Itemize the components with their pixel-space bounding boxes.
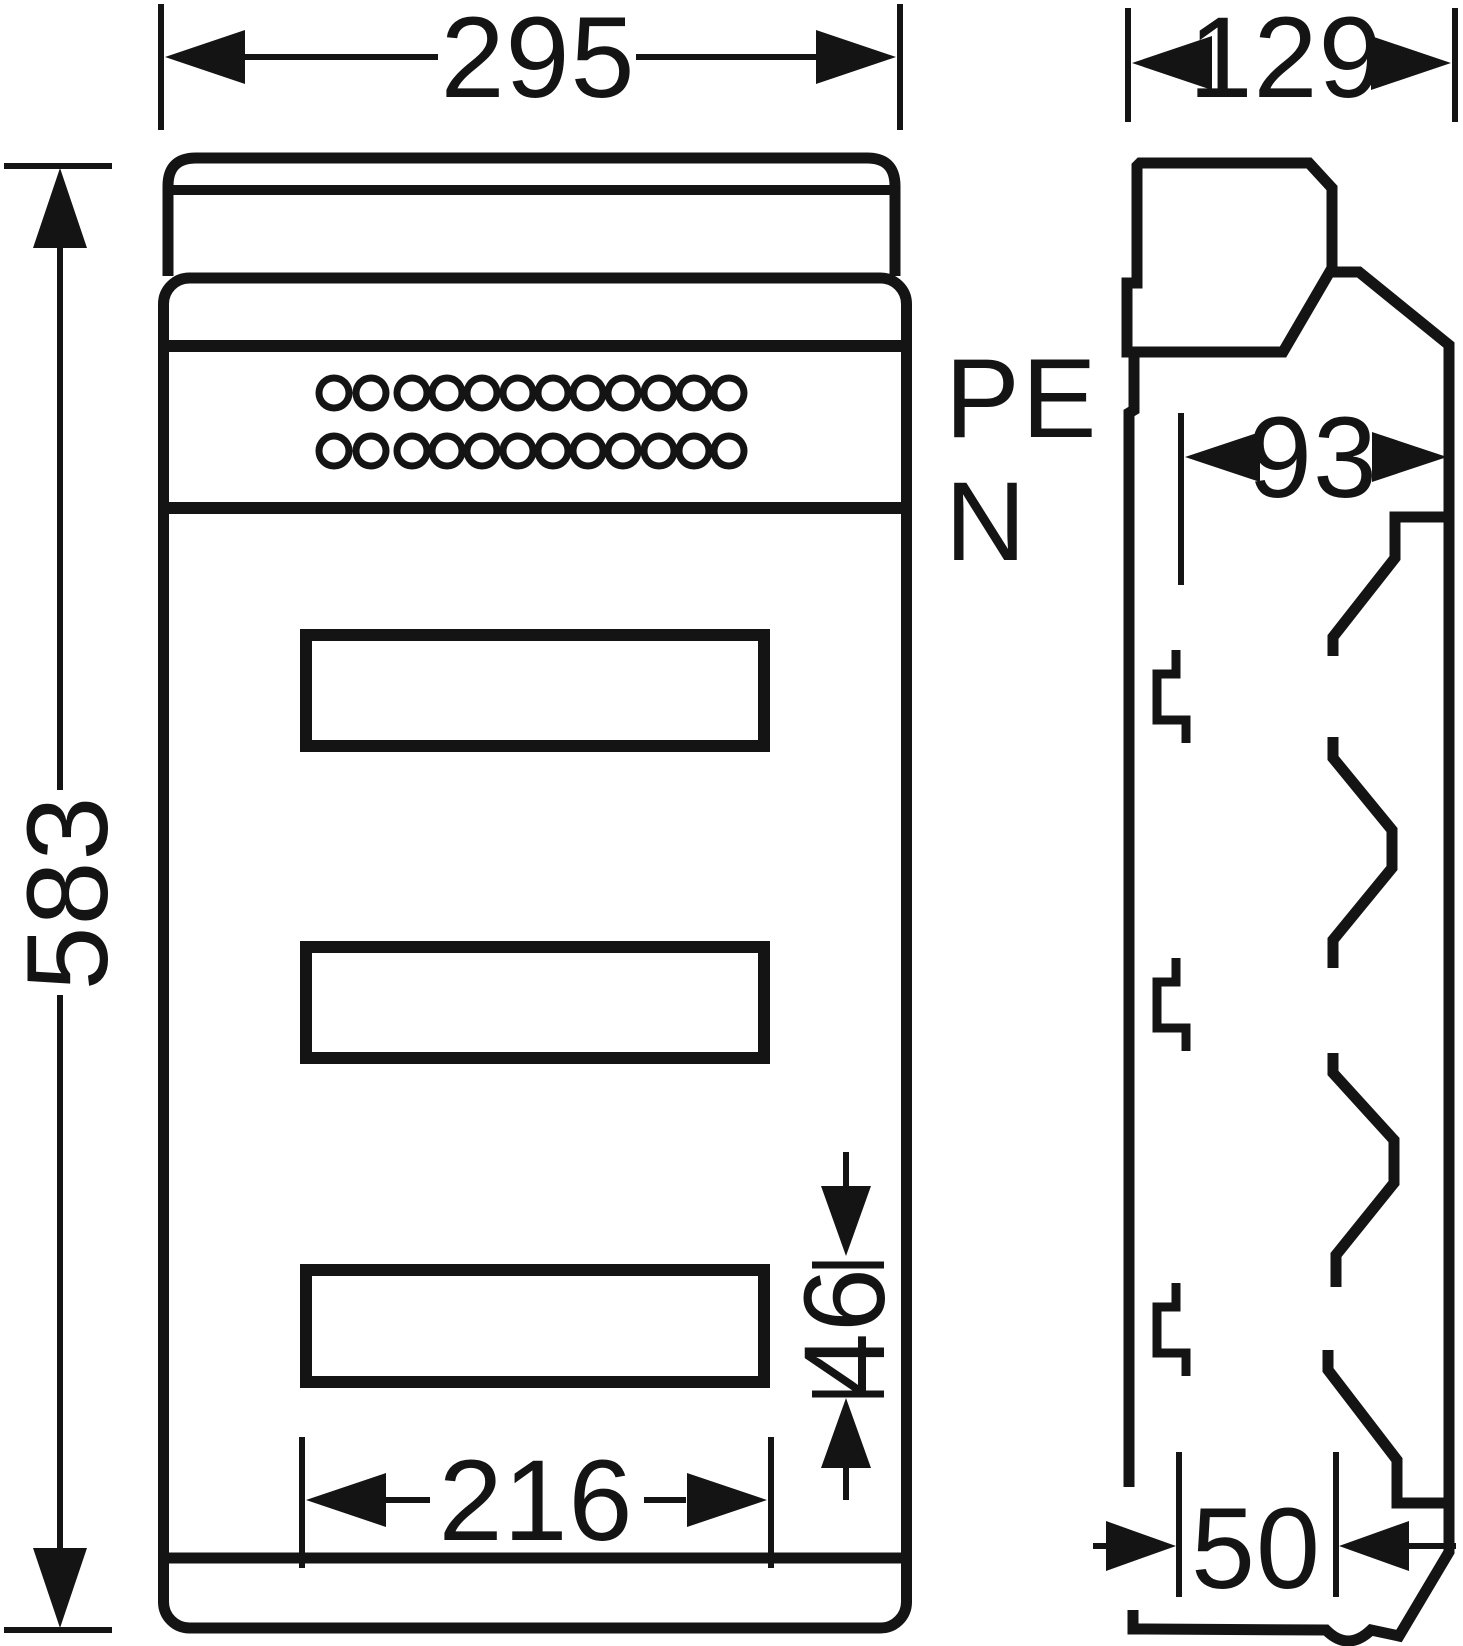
terminal-hole bbox=[710, 374, 748, 412]
side-zigzag-segment-2 bbox=[1327, 737, 1398, 968]
arrowhead-left bbox=[306, 1473, 386, 1527]
arrowhead-down bbox=[33, 1548, 87, 1628]
arrowhead-left bbox=[1132, 36, 1212, 90]
terminal-hole bbox=[675, 432, 713, 470]
terminal-hole bbox=[463, 432, 501, 470]
side-zigzag-segment-3 bbox=[1327, 1053, 1400, 1287]
module-cutout-2 bbox=[300, 941, 770, 1064]
terminal-hole bbox=[499, 432, 537, 470]
extension-line bbox=[158, 4, 903, 130]
dim-216-value: 216 bbox=[439, 1437, 634, 1565]
side-view bbox=[1121, 157, 1455, 1646]
din-clip-1 bbox=[1152, 650, 1191, 743]
din-clip-3 bbox=[1152, 1283, 1191, 1376]
dim-129-value: 129 bbox=[1189, 0, 1384, 122]
terminal-hole bbox=[499, 374, 537, 412]
module-cutout-3 bbox=[300, 1264, 770, 1388]
extension-line bbox=[1125, 8, 1458, 122]
terminal-hole bbox=[604, 432, 642, 470]
front-body-outline bbox=[158, 272, 912, 1634]
arrowhead-up bbox=[821, 1398, 871, 1468]
terminal-hole bbox=[569, 432, 607, 470]
side-zigzag-segment-1 bbox=[1327, 511, 1449, 656]
arrowhead-left bbox=[165, 30, 245, 84]
arrowhead-right-in bbox=[1106, 1521, 1176, 1571]
dim-129: 129 bbox=[1125, 0, 1458, 122]
front-view bbox=[158, 152, 912, 1634]
dim-583-value: 583 bbox=[4, 796, 132, 991]
terminal-hole bbox=[315, 374, 353, 412]
terminal-hole bbox=[569, 374, 607, 412]
terminal-hole bbox=[534, 432, 572, 470]
front-lid-outline bbox=[162, 152, 901, 276]
terminal-hole bbox=[428, 374, 466, 412]
terminal-hole bbox=[393, 374, 431, 412]
extension-line bbox=[4, 163, 112, 1633]
terminal-hole bbox=[604, 374, 642, 412]
terminal-hole bbox=[315, 432, 353, 470]
side-body-outline bbox=[1127, 266, 1455, 1646]
label-n: N bbox=[945, 459, 1028, 584]
terminal-hole bbox=[675, 374, 713, 412]
terminal-holes-row-2 bbox=[315, 432, 748, 470]
dim-46-value: 46 bbox=[781, 1267, 909, 1397]
terminal-hole bbox=[710, 432, 748, 470]
side-lid-outline bbox=[1121, 157, 1338, 358]
dim-295: 295 bbox=[158, 0, 903, 130]
arrowhead-right bbox=[687, 1473, 767, 1527]
dim-216: 216 bbox=[299, 1437, 774, 1568]
arrowhead-left-in bbox=[1339, 1521, 1409, 1571]
arrowhead-right bbox=[816, 30, 896, 84]
terminal-hole bbox=[640, 374, 678, 412]
terminal-hole bbox=[463, 374, 501, 412]
arrowhead-down bbox=[821, 1186, 871, 1256]
arrowhead-right bbox=[1371, 36, 1451, 90]
terminal-hole bbox=[352, 432, 390, 470]
dim-295-value: 295 bbox=[441, 0, 636, 122]
dim-93: 93 bbox=[1178, 394, 1447, 585]
extension-line bbox=[299, 1437, 774, 1568]
extension-line bbox=[1176, 1452, 1339, 1597]
dim-46: 46 bbox=[781, 1152, 909, 1500]
arrowhead-up bbox=[33, 168, 87, 248]
dim-50-value: 50 bbox=[1191, 1485, 1321, 1613]
terminal-hole bbox=[352, 374, 390, 412]
terminal-hole bbox=[534, 374, 572, 412]
side-front-edge bbox=[1123, 352, 1140, 1487]
dim-93-value: 93 bbox=[1248, 394, 1378, 522]
arrowhead-right bbox=[1372, 432, 1447, 482]
arrowhead-left bbox=[1185, 432, 1260, 482]
module-cutout-1 bbox=[300, 629, 770, 752]
side-zigzag-segment-4 bbox=[1322, 1350, 1449, 1509]
din-clip-2 bbox=[1152, 958, 1191, 1051]
terminal-hole bbox=[393, 432, 431, 470]
terminal-hole bbox=[428, 432, 466, 470]
terminal-holes-row-1 bbox=[315, 374, 748, 412]
label-pe: PE bbox=[945, 336, 1098, 461]
terminal-hole bbox=[640, 432, 678, 470]
dim-50: 50 bbox=[1093, 1452, 1456, 1613]
dim-583: 583 bbox=[4, 163, 132, 1633]
